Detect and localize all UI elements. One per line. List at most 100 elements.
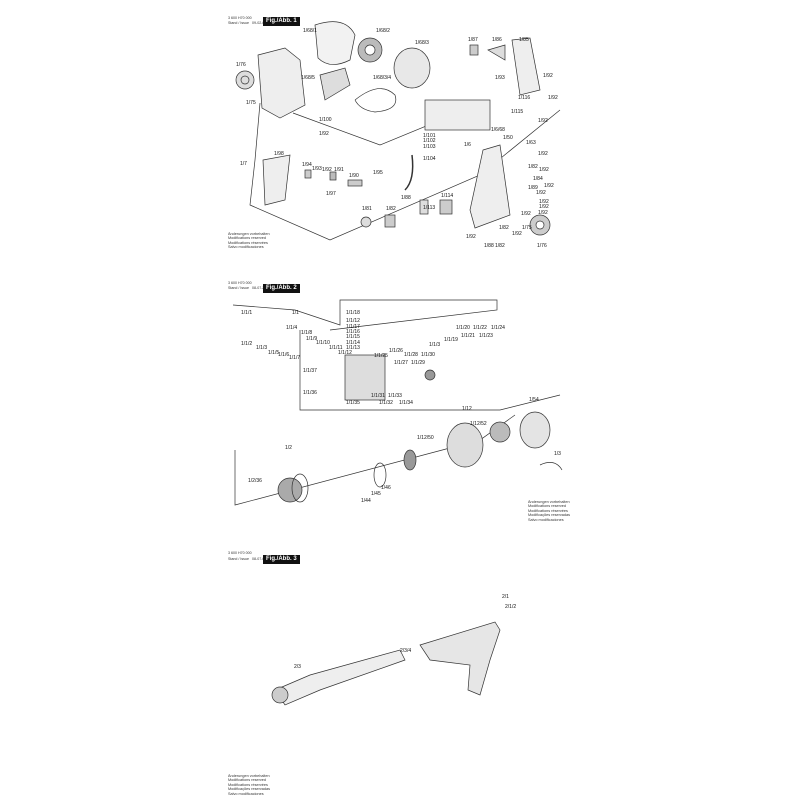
part-label: 1/45 [371, 491, 381, 497]
part-label: 1/1/12 [346, 318, 360, 324]
part-label: 1/1/18 [346, 310, 360, 316]
part-label: 1/92 [539, 167, 549, 173]
part-label: 1/2 [285, 445, 292, 451]
part-label: 1/97 [326, 191, 336, 197]
footer-line: Änderungen vorbehalten [228, 774, 270, 778]
part-label: 1/103 [423, 144, 436, 150]
cover-plate [319, 67, 351, 101]
part-label: 1/68/1 [303, 28, 317, 34]
part-label: 2/3 [294, 664, 301, 670]
part-label: 1/68/2 [376, 28, 390, 34]
fig2-footer: Änderungen vorbehalten Modifications res… [528, 500, 570, 522]
part-label: 1/1/12 [338, 350, 352, 356]
part-label: 1/1/37 [303, 368, 317, 374]
part-label: 1/84 [533, 176, 543, 182]
footer-line: Modifications réservées [228, 240, 268, 245]
footer-line: Salvo modificaciones [228, 245, 264, 250]
part-label: 1/1/17 [346, 324, 360, 330]
fig3-date: 08-07-02 [252, 557, 267, 561]
fig1-badge: Fig./Abb. 1 [263, 17, 300, 26]
part-label: 1/68/5 [301, 75, 315, 81]
motor-cover [314, 21, 356, 65]
part-label: 1/1/5 [268, 350, 280, 356]
footer-line: Änderungen vorbehalten [528, 500, 570, 504]
part-label: 1/12/52 [470, 421, 487, 427]
part-label: 1/93 [495, 75, 505, 81]
part-label: 1/95 [373, 170, 383, 176]
part-label: 1/90 [349, 173, 359, 179]
part-label: 1/1/4 [286, 325, 298, 331]
part-label: 1/98 [274, 151, 284, 157]
part-label: 1/75 [522, 225, 532, 231]
front-panel [262, 154, 291, 206]
part-label: 1/1/34 [399, 400, 413, 406]
part-label: 1/104 [423, 156, 436, 162]
footer-line: Änderungen vorbehalten [228, 232, 270, 236]
part-label: 1/91 [334, 167, 344, 173]
footer-line: Salvo modificaciones [528, 517, 564, 522]
part-label: 1/1/26 [389, 348, 403, 354]
footer-line: Modifications reserved [528, 504, 566, 509]
part-label: 1/81 [362, 206, 372, 212]
part-label: 1/1/14 [346, 340, 360, 346]
part-label: 1/1/20 [456, 325, 470, 331]
part-label: 1/1/15 [346, 334, 360, 340]
part-label: 1/44 [361, 498, 371, 504]
part-label: 1/101 [423, 133, 436, 139]
part-label: 1/6 [464, 142, 471, 148]
footer-line: Modifications reserved [228, 236, 266, 241]
part-label: 1/1/25 [374, 353, 388, 359]
fig1-date: 09-02-05 [252, 21, 267, 25]
part-label: 1/1/3 [429, 342, 441, 348]
part-label: 1/92 [512, 231, 522, 237]
part-label: 1/88 [401, 195, 411, 201]
part-label: 1/1/22 [473, 325, 487, 331]
part-label: 1/1/30 [421, 352, 435, 358]
spray-gun [419, 621, 501, 696]
part-label: 1/1/13 [346, 345, 360, 351]
fig2-valve-frame [232, 299, 498, 331]
part-label: 1/85 [519, 37, 529, 43]
fig1-stand-issue: Stand / Issue [228, 21, 249, 25]
part-label: 1/1/36 [303, 390, 317, 396]
part-label: 1/89 [528, 185, 538, 191]
part-label: 1/1 [292, 310, 299, 316]
part-label: 1/1/23 [479, 333, 493, 339]
part-label: 1/82 [386, 206, 396, 212]
footer-line: Modificações reservadas [228, 787, 270, 792]
part-label: 1/1/7 [289, 355, 301, 361]
part-label: 1/1/24 [491, 325, 505, 331]
part-label: 1/1/10 [316, 340, 330, 346]
part-label: 1/1/28 [404, 352, 418, 358]
part-label: 1/102 [423, 138, 436, 144]
part-label: 1/2/36 [248, 478, 262, 484]
part-label: 1/1/27 [394, 360, 408, 366]
part-label: 1/92 [466, 234, 476, 240]
part-label: 1/12/50 [417, 435, 434, 441]
part-label: 1/82 [528, 164, 538, 170]
hose [404, 154, 414, 191]
fig3-footer: Änderungen vorbehalten Modifications res… [228, 774, 270, 796]
handle [511, 37, 541, 96]
part-label: 1/1/19 [444, 337, 458, 343]
part-label: 1/75 [246, 100, 256, 106]
frame-right [469, 144, 511, 229]
part-label: 1/63 [526, 140, 536, 146]
part-label: 2/1/2 [505, 604, 517, 610]
part-label: 2/1 [502, 594, 509, 600]
part-label: 2/3/4 [400, 648, 412, 654]
part-label: 1/6/68 [491, 127, 505, 133]
motor-housing [393, 47, 431, 89]
part-label: 1/92 [322, 167, 332, 173]
part-label: 1/88 [484, 243, 494, 249]
part-label: 1/46 [381, 485, 391, 491]
part-label: 1/1/35 [346, 400, 360, 406]
part-label: 1/1/33 [388, 393, 402, 399]
lance [274, 649, 406, 706]
part-label: 1/92 [538, 118, 548, 124]
fig3-doc-number: 3 600 H70 000 [228, 551, 252, 555]
part-label: 1/114 [441, 193, 454, 199]
part-label: 1/92 [539, 199, 549, 205]
part-label: 1/92 [521, 211, 531, 217]
